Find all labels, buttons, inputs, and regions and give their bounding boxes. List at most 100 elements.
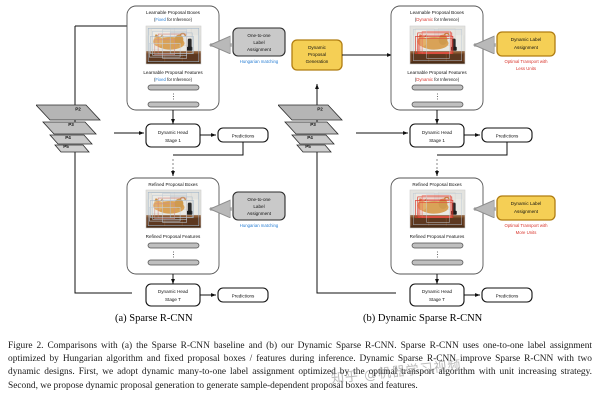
flow-line-b-left-lower <box>316 152 396 294</box>
dynamic-label-assignment-box-b-1[interactable] <box>496 31 556 57</box>
fpn-level-p2-b: P2 <box>317 107 323 112</box>
ellipsis-dot-b <box>436 98 439 100</box>
dynamic-head-stage1-box-b[interactable] <box>409 123 465 148</box>
fpn-level-p5-a: P5 <box>63 144 69 149</box>
feature-bar-bT-1 <box>411 242 464 249</box>
proposal-gen-line2: Proposal <box>308 52 326 57</box>
ellipsis-dot-a <box>172 98 175 100</box>
head-bT-line1: Dynamic Head <box>422 289 453 294</box>
proposal-image-b-stage1 <box>409 25 466 65</box>
dynamic-head-stage1-box-a[interactable] <box>145 123 201 148</box>
optimal-transport-note-b-1b: Less Units <box>516 66 536 71</box>
ellipsis-dot-bT <box>436 251 439 253</box>
head-aT-line2: Stage T <box>165 297 181 302</box>
feature-bar-aT-1 <box>147 242 200 249</box>
optimal-transport-note-b-Ta: Optimal Transport with <box>505 223 549 228</box>
assignment-b1-line1: Dynamic Label <box>511 37 541 42</box>
learnable-proposal-features-subtitle-a: (Fixed for Inference) <box>154 77 193 82</box>
refined-proposal-boxes-title-a: Refined Proposal Boxes <box>148 182 198 187</box>
proposal-image-a-stageT <box>145 189 202 229</box>
predictions-box-b-T[interactable] <box>481 287 533 303</box>
subcaption-row: (a) Sparse R-CNN (b) Dynamic Sparse R-CN… <box>0 309 600 335</box>
flow-line-a-left-lower <box>74 152 132 294</box>
learnable-proposal-boxes-title-b: Learnable Proposal Boxes <box>410 10 465 15</box>
proposal-gen-line3: Generation <box>306 59 329 64</box>
ellipsis-dot-b <box>436 93 439 95</box>
predictions-label-b-T: Predictions <box>496 294 519 299</box>
fpn-stack-b: P2 P3 P4 P5 <box>278 104 343 153</box>
fpn-stack-a: P2 P3 P4 P5 <box>36 104 101 153</box>
ellipsis-dot-aT <box>172 251 175 253</box>
ellipsis-dot-aT <box>172 256 175 258</box>
assignment-a1-line2: Label <box>253 40 264 45</box>
feature-bar-b-2 <box>411 101 464 108</box>
optimal-transport-note-b-1a: Optimal Transport with <box>505 59 549 64</box>
predictions-label-a-T: Predictions <box>232 294 255 299</box>
learnable-proposal-features-title-a: Learnable Proposal Features <box>143 70 203 75</box>
ellipsis-dot-b-mid <box>436 159 438 161</box>
head-a1-line1: Dynamic Head <box>158 130 189 135</box>
ellipsis-dot-a-mid <box>172 159 174 161</box>
feature-bar-bT-2 <box>411 259 464 266</box>
dynamic-head-stageT-box-a[interactable] <box>145 283 201 307</box>
one-to-one-label-assignment-box-a-T[interactable] <box>232 191 286 221</box>
head-a1-line2: Stage 1 <box>165 138 181 143</box>
predictions-label-a-1: Predictions <box>232 134 255 139</box>
assignment-bT-line1: Dynamic Label <box>511 201 541 206</box>
learnable-proposal-features-title-b: Learnable Proposal Features <box>407 70 467 75</box>
ellipsis-dot-a <box>172 95 175 98</box>
panel-dynamic-sparse-rcnn: Dynamic Proposal Generation Learnable Pr… <box>278 5 556 307</box>
assignment-a1-line1: One-to-one <box>247 33 271 38</box>
ellipsis-dot-b-mid <box>436 167 438 169</box>
predictions-label-b-1: Predictions <box>496 134 519 139</box>
ellipsis-dot-b <box>436 95 439 98</box>
optimal-transport-note-b-Tb: More Units <box>516 230 537 235</box>
ellipsis-dot-a-mid <box>172 167 174 169</box>
ellipsis-dot-b-mid <box>436 163 438 165</box>
assignment-bT-line2: Assignment <box>514 209 539 214</box>
fpn-level-p5-b: P5 <box>305 144 311 149</box>
learnable-proposal-boxes-subtitle-b: (Dynamic for Inference) <box>415 17 460 22</box>
head-b1-line1: Dynamic Head <box>422 130 453 135</box>
fpn-level-p4-b: P4 <box>307 135 313 140</box>
figure-caption: Figure 2. Comparisons with (a) the Spars… <box>8 341 592 391</box>
fpn-level-p2-a: P2 <box>75 107 81 112</box>
assignment-a1-line3: Assignment <box>247 47 272 52</box>
proposal-image-a-stage1 <box>145 25 202 65</box>
feature-bar-b-1 <box>411 84 464 91</box>
feature-bar-aT-2 <box>147 259 200 266</box>
fpn-level-p3-b: P3 <box>310 122 316 127</box>
assignment-b1-line2: Assignment <box>514 45 539 50</box>
proposal-gen-line1: Dynamic <box>308 45 327 50</box>
subcaption-b: (b) Dynamic Sparse R-CNN <box>363 313 483 324</box>
hungarian-matching-note-a-1: Hungarian matching <box>240 59 279 64</box>
head-b1-line2: Stage 1 <box>429 138 445 143</box>
assignment-aT-line3: Assignment <box>247 211 272 216</box>
dynamic-head-stageT-box-b[interactable] <box>409 283 465 307</box>
flow-pred-to-refined-b <box>437 142 508 156</box>
one-to-one-label-assignment-box-a-1[interactable] <box>232 27 286 57</box>
dynamic-label-assignment-box-b-T[interactable] <box>496 195 556 221</box>
fpn-level-p4-a: P4 <box>65 135 71 140</box>
flow-pred-to-refined-a <box>173 142 244 156</box>
head-bT-line2: Stage T <box>429 297 445 302</box>
fpn-level-p3-a: P3 <box>68 122 74 127</box>
predictions-box-a-T[interactable] <box>217 287 269 303</box>
ellipsis-dot-a <box>172 93 175 95</box>
learnable-proposal-features-subtitle-b: (Dynamic for Inference) <box>415 77 460 82</box>
ellipsis-dot-bT <box>436 253 439 256</box>
proposal-image-b-stageT <box>409 189 466 229</box>
feature-bar-a-2 <box>147 101 200 108</box>
assignment-aT-line2: Label <box>253 204 264 209</box>
refined-proposal-features-title-a: Refined Proposal Features <box>146 234 201 239</box>
feature-bar-a-1 <box>147 84 200 91</box>
head-aT-line1: Dynamic Head <box>158 289 189 294</box>
refined-proposal-features-title-b: Refined Proposal Features <box>410 234 465 239</box>
figure-diagram: Learnable Proposal Boxes (Fixed for Infe… <box>36 4 556 307</box>
hungarian-matching-note-a-T: Hungarian matching <box>240 223 279 228</box>
refined-proposal-boxes-title-b: Refined Proposal Boxes <box>412 182 462 187</box>
subcaption-a: (a) Sparse R-CNN <box>115 313 193 324</box>
learnable-proposal-boxes-title-a: Learnable Proposal Boxes <box>146 10 201 15</box>
ellipsis-dot-aT <box>172 253 175 256</box>
ellipsis-dot-a-mid <box>172 163 174 165</box>
